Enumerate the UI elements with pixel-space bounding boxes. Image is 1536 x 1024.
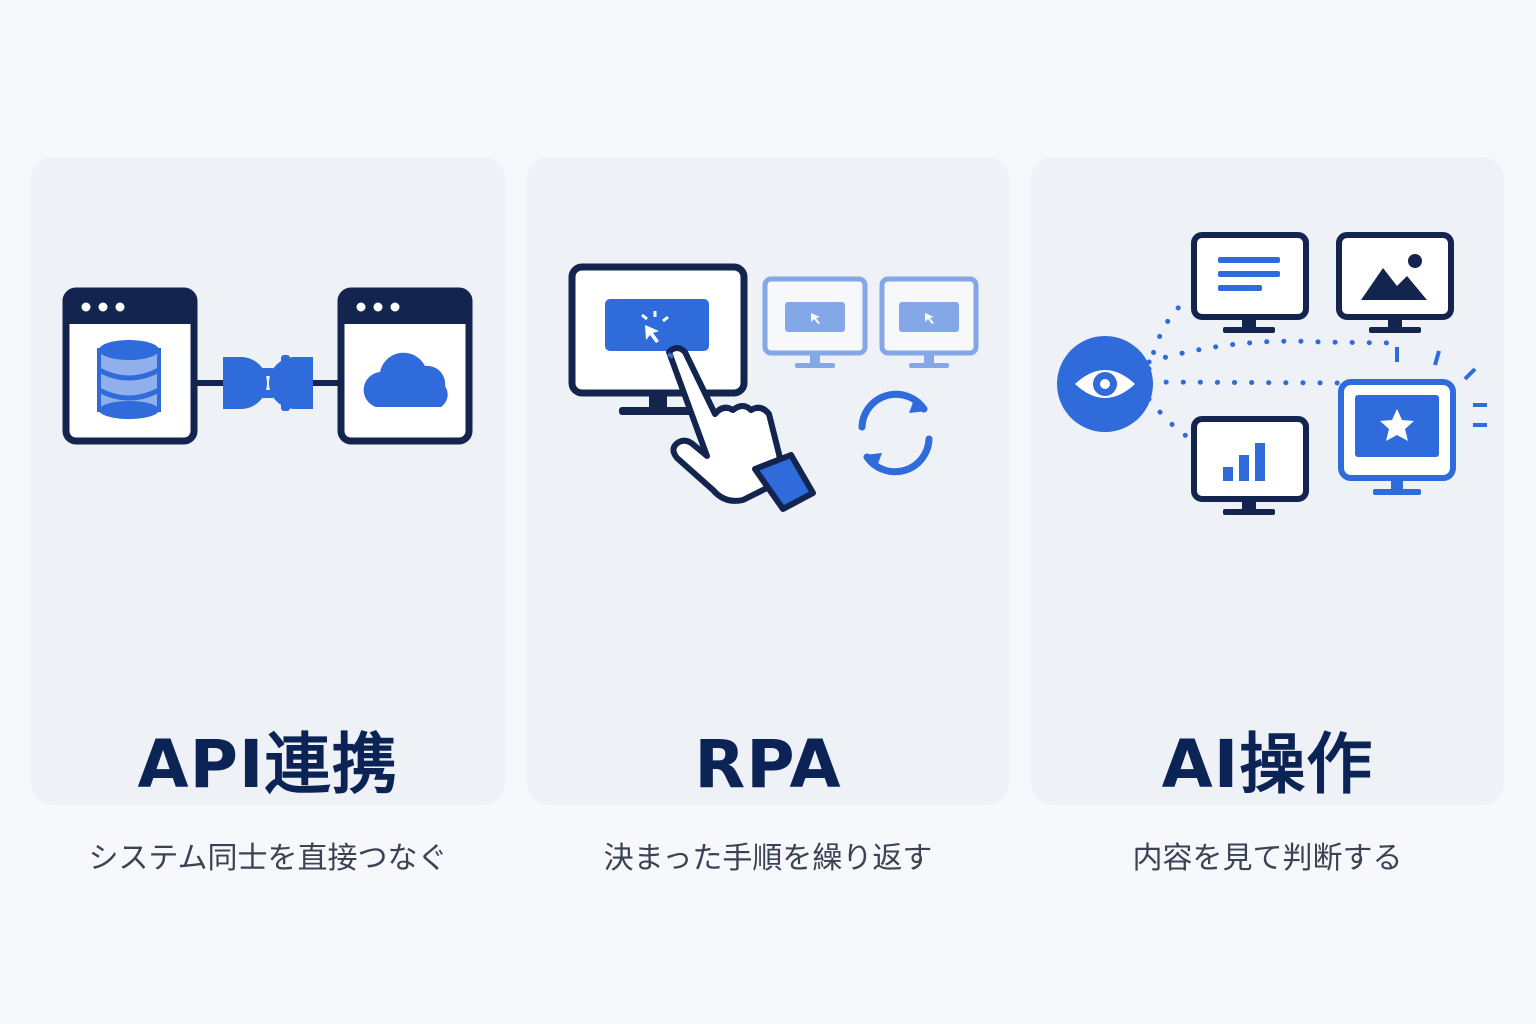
image-monitor-icon <box>1336 232 1454 333</box>
chart-monitor-icon <box>1191 416 1309 515</box>
api-illustration <box>62 287 473 445</box>
pointing-hand-icon <box>666 345 816 512</box>
monitor-icon <box>762 276 868 368</box>
card-title: AI操作 <box>1161 726 1374 803</box>
rpa-illustration <box>568 263 979 512</box>
document-monitor-icon <box>1191 232 1309 333</box>
database-icon <box>97 340 161 419</box>
card-ai: AI操作 内容を見て判断する <box>1031 157 1504 876</box>
card-subtitle: 決まった手順を繰り返す <box>603 841 933 876</box>
card-subtitle: 内容を見て判断する <box>1132 841 1403 876</box>
card-title: RPA <box>694 726 842 803</box>
card-rpa: RPA 決まった手順を繰り返す <box>527 157 1009 876</box>
ai-illustration <box>1057 232 1487 515</box>
card-title: API連携 <box>137 726 399 803</box>
socket-icon <box>269 355 313 411</box>
star-monitor-icon <box>1338 347 1487 495</box>
click-button-icon <box>605 299 709 351</box>
card-subtitle: システム同士を直接つなぐ <box>88 841 448 876</box>
plug-icon <box>223 357 275 409</box>
refresh-icon <box>858 390 933 476</box>
cloud-icon <box>363 352 448 407</box>
monitor-icon <box>879 276 979 368</box>
eye-icon <box>1057 336 1153 432</box>
card-api: API連携 システム同士を直接つなぐ <box>31 157 505 876</box>
